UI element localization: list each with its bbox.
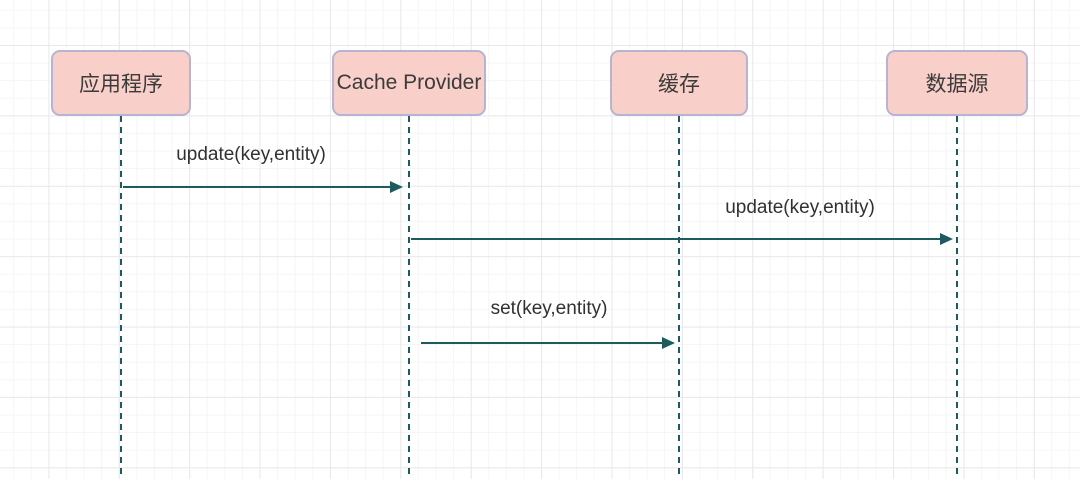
- actor-label-cache: 缓存: [658, 73, 700, 96]
- actor-box-cache: 缓存: [610, 50, 748, 116]
- message-arrow-3-shaft: [421, 342, 663, 344]
- message-arrow-3-arrowhead-icon: [662, 337, 675, 349]
- lifeline-cache-provider: [408, 116, 410, 479]
- message-arrow-2-shaft: [411, 238, 941, 240]
- message-arrow-1-shaft: [123, 186, 391, 188]
- actor-label-cache-provider: Cache Provider: [336, 71, 482, 94]
- actor-box-application: 应用程序: [51, 50, 191, 116]
- message-label-set: set(key,entity): [490, 298, 608, 319]
- message-label-update-1: update(key,entity): [176, 144, 326, 165]
- lifeline-cache: [678, 116, 680, 479]
- lifeline-datasource: [956, 116, 958, 479]
- actor-box-cache-provider: Cache Provider: [332, 50, 486, 116]
- message-label-update-2: update(key,entity): [725, 197, 875, 218]
- lifeline-application: [120, 116, 122, 479]
- actor-label-application: 应用程序: [79, 73, 163, 96]
- message-arrow-1-arrowhead-icon: [390, 181, 403, 193]
- actor-box-datasource: 数据源: [886, 50, 1028, 116]
- actor-label-datasource: 数据源: [925, 73, 989, 96]
- message-arrow-2-arrowhead-icon: [940, 233, 953, 245]
